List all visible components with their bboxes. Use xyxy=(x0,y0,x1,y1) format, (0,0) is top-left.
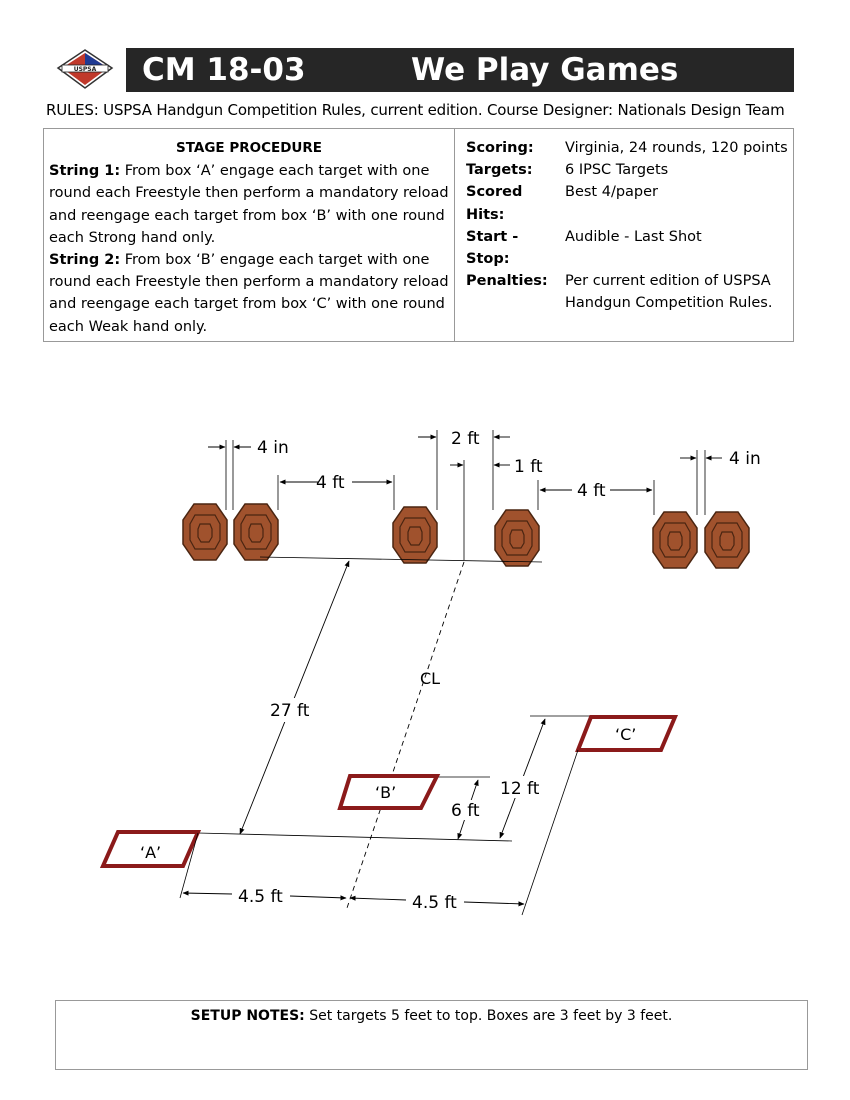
procedure-heading: STAGE PROCEDURE xyxy=(175,140,322,156)
target-base-line xyxy=(259,556,543,563)
detail-value: Virginia, 24 rounds, 120 points xyxy=(565,140,788,156)
dim-1ft: 1 ft xyxy=(514,457,543,477)
divider xyxy=(454,129,455,341)
box-a-label: ‘A’ xyxy=(140,843,161,862)
detail-value: 6 IPSC Targets xyxy=(565,162,669,179)
dim-45ft-right: 4.5 ft xyxy=(412,893,457,913)
dim-4in-left: 4 in xyxy=(257,438,289,458)
dim-arrow xyxy=(182,890,233,896)
detail-label: Start - Stop: xyxy=(466,228,519,268)
title-bar: CM 18-03 We Play Games xyxy=(126,48,794,92)
box-a-line xyxy=(197,832,513,842)
dim-arrow xyxy=(463,901,525,907)
centerline-label: CL xyxy=(420,669,440,688)
dimension-arrows xyxy=(208,434,722,493)
dim-label-bg xyxy=(448,800,482,820)
box-c-label: ‘C’ xyxy=(615,725,636,744)
string-1-text: From box ‘A’ engage each target with one… xyxy=(49,163,449,246)
detail-label: Scoring: xyxy=(466,140,534,156)
ipsc-target xyxy=(704,511,750,569)
dim-4ft-right: 4 ft xyxy=(577,481,606,501)
detail-scored-hits: Scored Hits: Best 4/paper xyxy=(466,181,791,225)
dim-label-bg xyxy=(266,698,316,722)
string-2: String 2: From box ‘B’ engage each targe… xyxy=(49,249,449,338)
detail-value: Best 4/paper xyxy=(565,184,659,201)
string-2-label: String 2: xyxy=(49,252,121,269)
ipsc-target xyxy=(182,503,228,561)
detail-targets: Targets: 6 IPSC Targets xyxy=(466,159,791,181)
ipsc-target xyxy=(233,503,279,561)
detail-label: Targets: xyxy=(466,162,533,179)
dim-12ft: 12 ft xyxy=(500,779,540,799)
center-line xyxy=(346,561,465,909)
dim-45ft-left: 4.5 ft xyxy=(238,887,283,907)
rules-line: RULES: USPSA Handgun Competition Rules, … xyxy=(46,101,785,119)
shooting-box-b xyxy=(337,774,441,810)
ipsc-target xyxy=(652,511,698,569)
stage-name: We Play Games xyxy=(411,52,679,88)
dim-4ft-left: 4 ft xyxy=(316,473,345,493)
setup-notes: SETUP NOTES: Set targets 5 feet to top. … xyxy=(55,1000,808,1070)
box-b-label: ‘B’ xyxy=(375,783,396,802)
dim-arrow xyxy=(289,895,347,901)
detail-value: Per current edition of USPSA Handgun Com… xyxy=(565,273,773,312)
dim-27ft: 27 ft xyxy=(270,701,310,721)
detail-value: Audible - Last Shot xyxy=(565,228,702,245)
extension-lines xyxy=(225,430,706,560)
setup-text: Set targets 5 feet to top. Boxes are 3 f… xyxy=(304,1008,673,1024)
string-1: String 1: From box ‘A’ engage each targe… xyxy=(49,160,449,249)
shooting-box-c xyxy=(575,715,679,752)
dim-6ft: 6 ft xyxy=(451,801,480,821)
ipsc-target xyxy=(494,509,540,567)
stage-details: Scoring:Virginia, 24 rounds, 120 points … xyxy=(466,137,791,315)
detail-label: Penalties: xyxy=(466,273,548,290)
logo-text: USPSA xyxy=(74,66,97,73)
detail-penalties: Penalties: Per current edition of USPSA H… xyxy=(466,270,791,314)
detail-start-stop: Start - Stop: Audible - Last Shot xyxy=(466,226,791,270)
dim-label-bg xyxy=(497,776,545,798)
uspsa-logo: USPSA xyxy=(56,48,114,90)
string-1-label: String 1: xyxy=(49,163,121,180)
extension-line xyxy=(521,749,579,916)
stage-code: CM 18-03 xyxy=(142,52,306,88)
dim-2ft: 2 ft xyxy=(451,429,480,449)
detail-label: Scored Hits: xyxy=(466,184,523,223)
detail-scoring: Scoring: Virginia, 24 rounds, 120 points xyxy=(466,137,791,159)
shooting-box-a xyxy=(99,830,202,868)
stage-procedure-box: STAGE PROCEDURE String 1: From box ‘A’ e… xyxy=(43,128,794,342)
stage-procedure: STAGE PROCEDURE String 1: From box ‘A’ e… xyxy=(49,137,449,338)
dim-4in-right: 4 in xyxy=(729,449,761,469)
dim-27ft-arrow xyxy=(239,560,350,835)
string-2-text: From box ‘B’ engage each target with one… xyxy=(49,252,449,335)
dim-arrow xyxy=(349,895,407,901)
ipsc-target xyxy=(392,506,438,564)
setup-label: SETUP NOTES: xyxy=(190,1008,305,1024)
extension-line xyxy=(179,832,199,899)
